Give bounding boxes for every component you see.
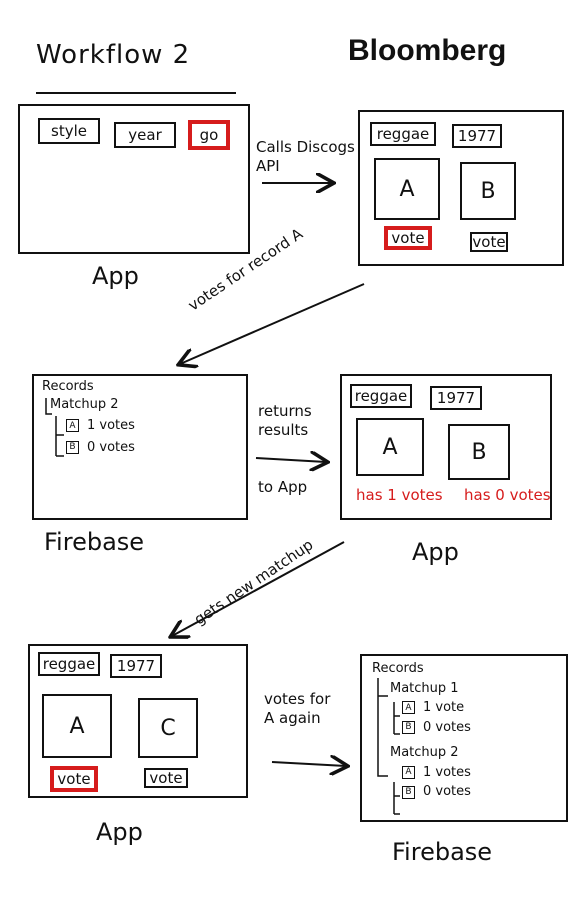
vote-button-a[interactable]: vote — [386, 228, 430, 248]
record-a-mini: A — [66, 419, 79, 433]
tree-lines-1 — [45, 398, 64, 457]
tree-row: B 0 votes — [372, 719, 471, 737]
caption-app-2: App — [412, 538, 459, 566]
tree-root: Records — [42, 379, 94, 394]
tree-row: A 1 votes — [372, 764, 471, 782]
caption-firebase-2: Firebase — [392, 838, 493, 866]
caption-firebase-1: Firebase — [44, 528, 145, 556]
arrow-right-2 — [255, 458, 326, 462]
arrow-diagonal-1 — [180, 283, 365, 364]
tree-lines-2 — [377, 678, 400, 815]
firebase-tree-1: Records Matchup 2 A 1 votes B 0 votes — [42, 378, 135, 456]
arrow-label-line: Calls Discogs — [256, 138, 355, 156]
arrow-label-line: API — [256, 156, 280, 175]
tree-row: B 0 votes — [42, 439, 135, 457]
record-tile-a[interactable]: A — [42, 694, 112, 758]
year-input[interactable]: 1977 — [430, 386, 482, 410]
genre-input[interactable]: reggae — [370, 122, 436, 146]
go-button[interactable]: go — [190, 122, 228, 148]
tree-row: A 1 vote — [372, 699, 471, 717]
record-tile-a[interactable]: A — [356, 418, 424, 476]
arrow-label-votes-again: votes for A again — [264, 690, 330, 728]
vote-button-b[interactable]: vote — [470, 232, 508, 252]
caption-app-3: App — [96, 818, 143, 846]
record-b-mini: B — [402, 785, 415, 799]
year-input[interactable]: year — [114, 122, 176, 148]
arrow-label-calls-discogs: Calls Discogs API — [256, 138, 355, 176]
tree-row: A 1 votes — [42, 417, 135, 435]
year-input[interactable]: 1977 — [110, 654, 162, 678]
record-a-mini: A — [402, 701, 415, 715]
arrow-label-returns: returns results — [258, 402, 312, 440]
vote-button-c[interactable]: vote — [144, 768, 188, 788]
record-b-mini: B — [66, 440, 79, 454]
tree-row: B 0 votes — [372, 783, 471, 801]
title-underline — [36, 92, 236, 94]
vote-count: 1 vote — [423, 700, 465, 716]
vote-count: 0 votes — [423, 719, 471, 735]
record-tile-b[interactable]: B — [460, 162, 516, 220]
record-tile-a[interactable]: A — [374, 158, 440, 220]
vote-count: 0 votes — [87, 439, 135, 455]
vote-count: 0 votes — [423, 784, 471, 800]
page-title: Workflow 2 — [36, 40, 191, 70]
arrow-diagonal-2 — [172, 541, 345, 636]
record-a-mini: A — [402, 766, 415, 779]
record-tile-b[interactable]: B — [448, 424, 510, 480]
tree-root: Records — [372, 661, 424, 676]
arrow-label-line: results — [258, 420, 309, 439]
genre-input[interactable]: reggae — [350, 384, 412, 408]
tree-matchup: Matchup 1 — [390, 680, 459, 696]
vote-count: 1 votes — [87, 418, 135, 434]
arrow-label-line: votes for — [264, 690, 331, 708]
vote-count: 1 votes — [423, 764, 471, 780]
caption-app-1: App — [92, 262, 139, 290]
tree-matchup: Matchup 2 — [390, 745, 459, 761]
year-input[interactable]: 1977 — [452, 124, 502, 148]
result-a: has 1 votes — [356, 486, 443, 504]
vote-button-a[interactable]: vote — [52, 768, 96, 790]
arrow-label-to-app: to App — [258, 478, 308, 496]
record-b-mini: B — [402, 720, 415, 734]
record-tile-c[interactable]: C — [138, 698, 198, 758]
panel-firebase-1 — [32, 374, 248, 520]
arrow-right-3 — [271, 762, 346, 766]
tree-matchup: Matchup 2 — [50, 396, 119, 412]
genre-input[interactable]: reggae — [38, 652, 100, 676]
brand-logo: Bloomberg — [348, 34, 507, 67]
style-input[interactable]: style — [38, 118, 100, 144]
arrow-label-line: returns — [258, 402, 312, 420]
arrow-label-line: A again — [264, 708, 321, 727]
result-b: has 0 votes — [464, 486, 551, 504]
firebase-tree-2: Records Matchup 1 A 1 vote B 0 votes Mat… — [372, 660, 471, 801]
